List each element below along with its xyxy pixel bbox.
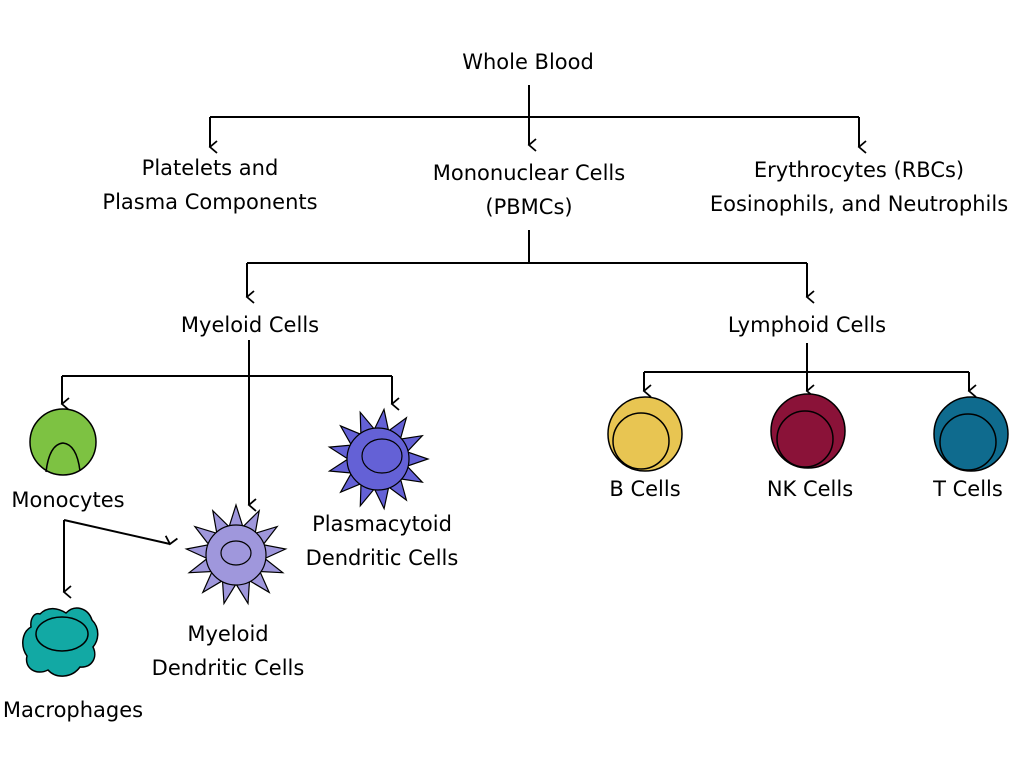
t-cells-line-1: T Cells	[933, 477, 1003, 501]
t-cells-label: T Cells	[912, 472, 1024, 506]
erythrocytes-line-1: Erythrocytes (RBCs)	[753, 158, 965, 182]
connector-monocytes-to-dc	[63, 519, 178, 546]
t-cell-icon	[933, 396, 1009, 472]
pbmc-line-1: Mononuclear Cells	[432, 161, 626, 185]
connector-lines	[60, 85, 977, 599]
platelets-line-1: Platelets and	[141, 156, 279, 180]
nk-cells-line-1: NK Cells	[766, 477, 854, 501]
pbmc-label: Mononuclear Cells (PBMCs)	[409, 156, 649, 224]
myeloid-cells-label: Myeloid Cells	[150, 308, 350, 342]
erythrocytes-line-2: Eosinophils, and Neutrophils	[709, 192, 1009, 216]
nk-cell-icon	[770, 393, 846, 469]
whole-blood-line-1: Whole Blood	[462, 50, 594, 74]
plasmacytoid-dc-line-1: Plasmacytoid	[312, 512, 452, 536]
monocytes-line-1: Monocytes	[11, 488, 125, 512]
monocyte-cell-icon	[29, 408, 97, 476]
plasmacytoid-dc-line-2: Dendritic Cells	[305, 546, 459, 570]
lymphoid-line-1: Lymphoid Cells	[727, 313, 887, 337]
platelets-line-2: Plasma Components	[102, 190, 318, 214]
erythrocytes-label: Erythrocytes (RBCs) Eosinophils, and Neu…	[704, 153, 1014, 221]
nk-cells-label: NK Cells	[745, 472, 875, 506]
myeloid-dc-line-1: Myeloid	[187, 622, 269, 646]
whole-blood-label: Whole Blood	[428, 45, 628, 79]
plasmacytoid-dendritic-cell-icon	[327, 407, 430, 511]
b-cell-icon	[607, 396, 683, 472]
platelets-label: Platelets and Plasma Components	[80, 151, 340, 219]
pbmc-line-2: (PBMCs)	[485, 195, 573, 219]
b-cells-line-1: B Cells	[609, 477, 681, 501]
myeloid-dendritic-cells-label: Myeloid Dendritic Cells	[138, 617, 318, 685]
lymphoid-cells-label: Lymphoid Cells	[707, 308, 907, 342]
macrophages-label: Macrophages	[0, 693, 146, 727]
myeloid-dc-line-2: Dendritic Cells	[151, 656, 305, 680]
plasmacytoid-dendritic-cells-label: Plasmacytoid Dendritic Cells	[292, 507, 472, 575]
macrophage-cell-icon	[22, 607, 99, 677]
monocytes-label: Monocytes	[0, 483, 136, 517]
myeloid-dendritic-cell-icon	[184, 503, 288, 606]
myeloid-line-1: Myeloid Cells	[180, 313, 320, 337]
macrophages-line-1: Macrophages	[2, 698, 144, 722]
b-cells-label: B Cells	[585, 472, 705, 506]
